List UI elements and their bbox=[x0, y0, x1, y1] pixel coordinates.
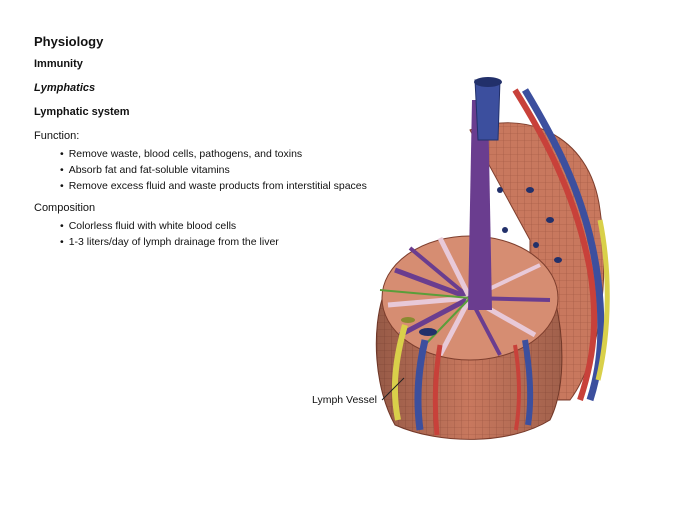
composition-label: Composition bbox=[34, 202, 96, 214]
subtitle-lymphatics: Lymphatics bbox=[34, 82, 96, 94]
list-item: Remove waste, blood cells, pathogens, an… bbox=[60, 146, 367, 162]
central-vein bbox=[468, 100, 492, 310]
section-heading: Lymphatic system bbox=[34, 106, 130, 118]
lymph-vessel bbox=[391, 324, 408, 421]
page-title: Physiology bbox=[34, 34, 104, 49]
portal-vein bbox=[521, 88, 605, 402]
liver-lobule-illustration bbox=[375, 77, 610, 440]
composition-list: Colorless fluid with white blood cells 1… bbox=[60, 218, 279, 250]
list-item: Absorb fat and fat-soluble vitamins bbox=[60, 162, 367, 178]
vein-opening bbox=[474, 77, 502, 87]
bile-duct bbox=[595, 219, 610, 381]
function-label: Function: bbox=[34, 130, 80, 142]
artery bbox=[512, 88, 598, 401]
list-item: Remove excess fluid and waste products f… bbox=[60, 178, 367, 194]
callout-leader bbox=[381, 377, 405, 401]
list-item: Colorless fluid with white blood cells bbox=[60, 218, 279, 234]
lymph-vessel-label: Lymph Vessel bbox=[312, 394, 377, 406]
list-item: 1-3 liters/day of lymph drainage from th… bbox=[60, 234, 279, 250]
subtitle-immunity: Immunity bbox=[34, 58, 83, 70]
function-list: Remove waste, blood cells, pathogens, an… bbox=[60, 146, 367, 194]
